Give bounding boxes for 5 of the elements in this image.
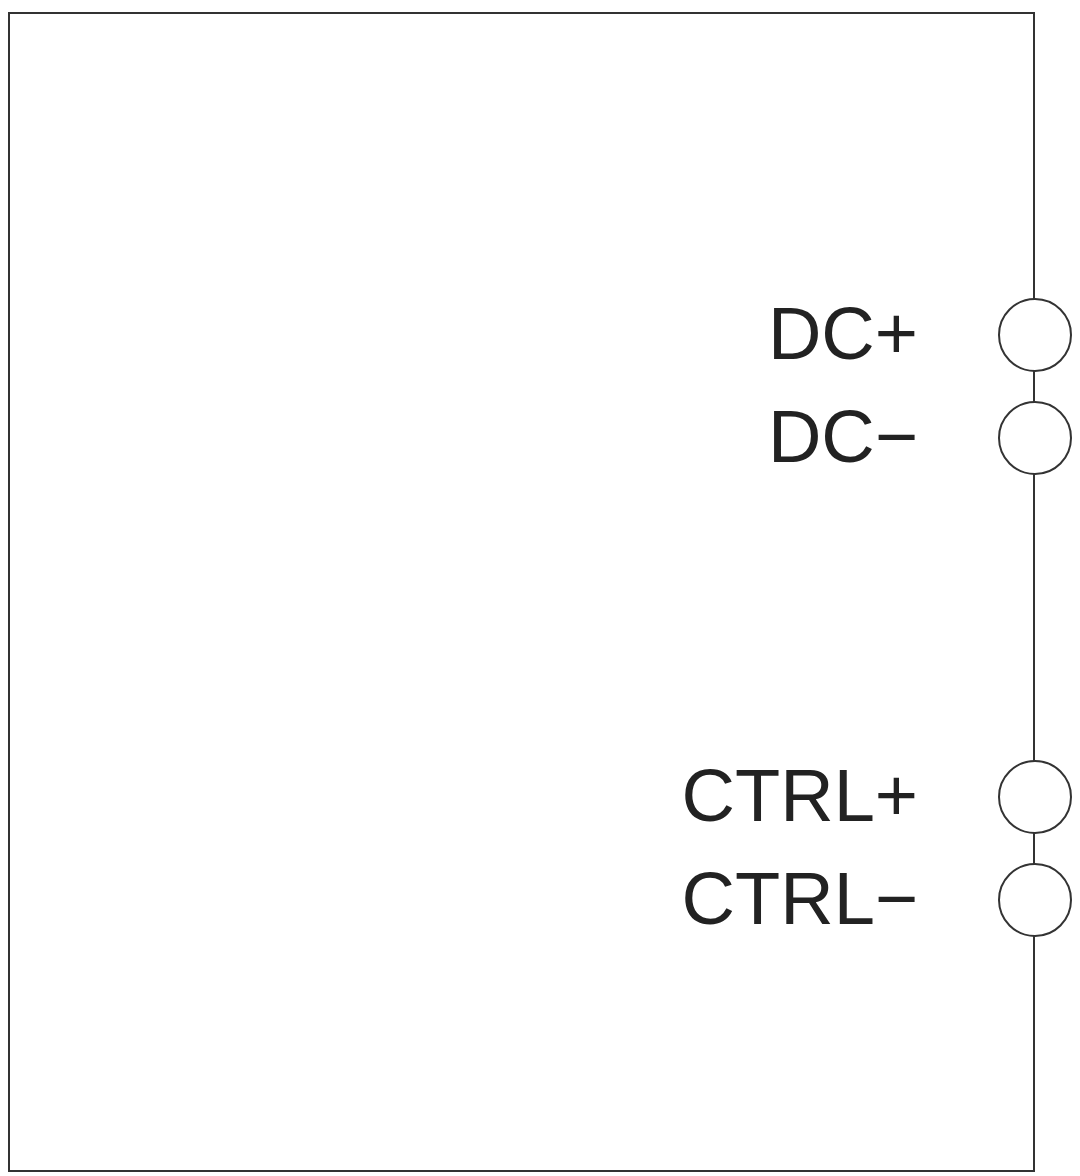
pin-label: DC+ <box>767 297 918 371</box>
pin-label: CTRL+ <box>681 759 918 833</box>
pin-label: DC− <box>767 400 918 474</box>
pin-label: CTRL− <box>681 862 918 936</box>
device-box <box>8 12 1035 1172</box>
